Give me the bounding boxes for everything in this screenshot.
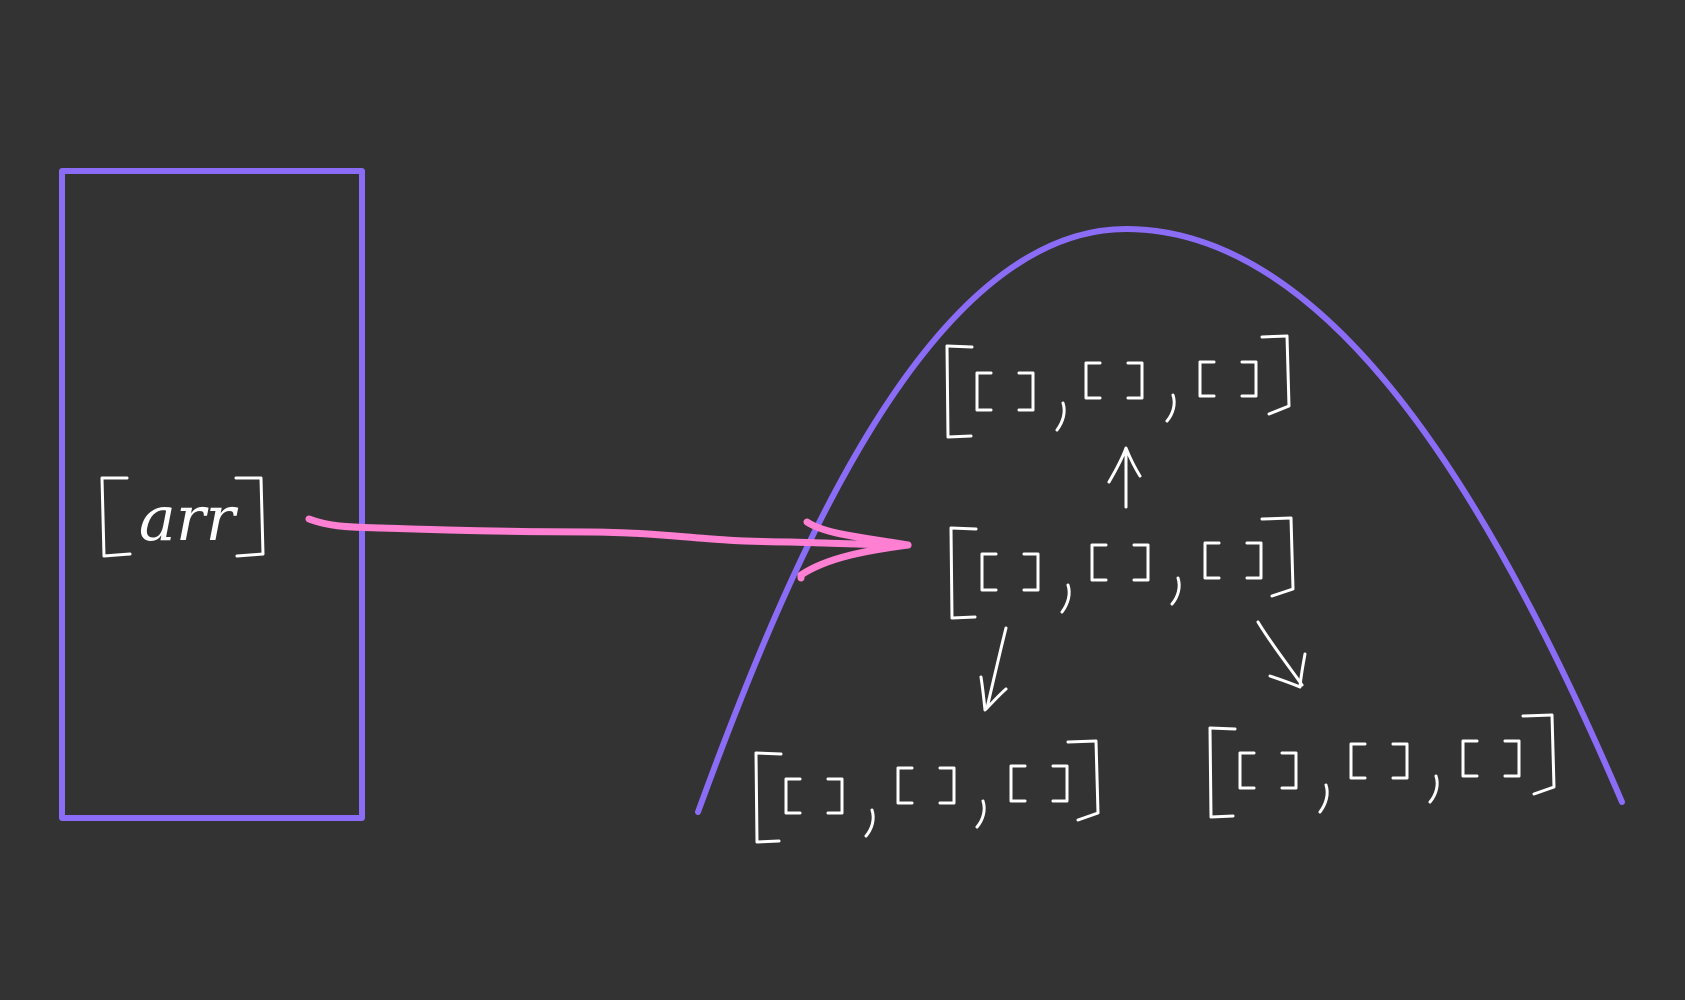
outer-open-bracket: [1208, 726, 1237, 819]
reference-arrow-line: [305, 515, 912, 549]
outer-close-bracket: [1260, 334, 1291, 416]
outer-open-bracket: [754, 751, 783, 844]
heap-node-top-items: [][][]: [1130, 394, 1132, 396]
outer-close-bracket: [1066, 739, 1100, 822]
cell-2: [1084, 361, 1144, 400]
arrowhead-icon: [1268, 652, 1307, 689]
edge-line: [985, 626, 1008, 710]
cell-2: [1090, 543, 1150, 582]
arr-variable: arr: [100, 476, 265, 558]
outer-close-bracket: [1521, 713, 1556, 796]
cell-1: [980, 552, 1040, 592]
cell-3: [1009, 764, 1069, 803]
comma-1: [1060, 583, 1071, 614]
heap-node-bottom-right: [][][]: [1208, 713, 1556, 819]
cell-3: [1461, 739, 1521, 778]
cell-1: [784, 777, 844, 815]
edge-line: [1256, 620, 1304, 687]
cell-1: [1238, 751, 1298, 790]
outer-open-bracket: [945, 344, 974, 439]
edge-middle-to-top: [1107, 446, 1142, 509]
heap-node-bottom-left: [][][]: [754, 739, 1100, 844]
comma-1: [1055, 401, 1066, 432]
cell-2: [896, 766, 956, 805]
heap-node-middle: [][][]: [949, 516, 1295, 620]
cell-3: [1198, 360, 1258, 398]
outer-close-bracket: [1260, 516, 1295, 598]
outer-open-bracket: [949, 526, 978, 620]
arrowhead-icon: [1107, 446, 1142, 484]
arrowhead-icon: [979, 675, 1008, 712]
comma-1: [864, 808, 875, 838]
cell-2: [1349, 742, 1409, 780]
comma-2: [1165, 393, 1176, 423]
cell-1: [975, 371, 1035, 412]
arr-open-bracket: [100, 476, 132, 558]
comma-1: [1318, 783, 1329, 814]
stack-frame: arr: [59, 168, 365, 821]
stack-frame-outline: [59, 168, 365, 821]
heap-boundary: [695, 225, 1625, 815]
comma-2: [1428, 774, 1439, 804]
heap-node-top: [][][]: [945, 334, 1291, 439]
edge-middle-to-bottom-right: [1256, 620, 1307, 689]
arr-label: arr: [139, 482, 239, 555]
reference-arrow: [305, 515, 912, 582]
comma-2: [1170, 576, 1181, 606]
arrowhead-icon: [797, 518, 912, 582]
comma-2: [975, 799, 986, 829]
edge-middle-to-bottom-left: [979, 626, 1008, 712]
arr-close-bracket: [234, 476, 265, 558]
heap-node-middle-items: [][][]: [1135, 574, 1137, 576]
cell-3: [1203, 541, 1263, 580]
heap-node-bottom-left-items: [][][]: [940, 799, 942, 801]
